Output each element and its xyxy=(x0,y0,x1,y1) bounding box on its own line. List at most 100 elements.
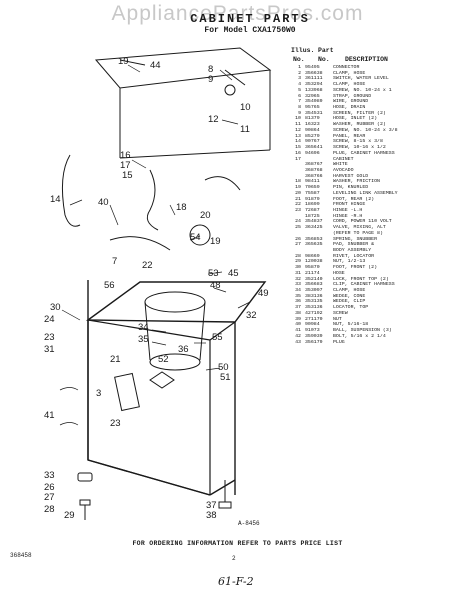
part-number: 91879 xyxy=(305,196,320,202)
part-illus-number: 35 xyxy=(295,293,301,299)
part-illus-number: 25 xyxy=(295,225,301,231)
header-part: Part xyxy=(318,47,334,54)
part-description: SCREW, NO. 10-24 x 1 xyxy=(333,87,392,93)
part-description: HOSE xyxy=(333,270,345,276)
callout-label: 29 xyxy=(64,510,75,521)
part-illus-number: 27 xyxy=(295,242,301,248)
part-number: 98669 xyxy=(305,253,320,259)
parts-row: 15 365641 SCREW, 10-16 x 1/2 xyxy=(289,145,469,151)
handwritten-note: 61-F-2 xyxy=(218,575,254,588)
header-illus: Illus. xyxy=(291,47,315,54)
part-number: 95870 xyxy=(305,265,320,271)
feet-drawing xyxy=(77,472,232,520)
part-number: 365641 xyxy=(305,145,323,151)
callout-label: 21 xyxy=(110,354,121,365)
cabinet-drawing xyxy=(85,280,267,496)
part-illus-number: 5 xyxy=(298,87,301,93)
part-number: 271170 xyxy=(305,316,323,322)
part-illus-number: 7 xyxy=(298,99,301,105)
part-number: 356683 xyxy=(305,282,323,288)
part-illus-number: 33 xyxy=(295,282,301,288)
part-illus-number: 30 xyxy=(295,265,301,271)
callout-label: 19 xyxy=(118,56,129,67)
part-description: CLIP, CABINET HARNESS xyxy=(333,282,395,288)
part-illus-number: 23 xyxy=(295,207,301,213)
part-number: 90767 xyxy=(305,139,320,145)
parts-row: 14 90767 SCREW, 8-15 x 3/8 xyxy=(289,139,469,145)
part-number: 75587 xyxy=(305,190,320,196)
part-description: RIVET, LOCATOR xyxy=(333,253,375,259)
callout-label: 37 xyxy=(206,500,217,511)
part-illus-number: 38 xyxy=(295,310,301,316)
part-number: 91073 xyxy=(305,328,320,334)
part-description: NUT xyxy=(333,316,342,322)
part-number: 363425 xyxy=(305,225,323,231)
part-illus-number: 3 xyxy=(298,76,301,82)
part-number: 95765 xyxy=(305,105,320,111)
callout-label: 40 xyxy=(98,197,109,208)
part-description: PLUG xyxy=(333,339,345,345)
part-number: 16323 xyxy=(305,122,320,128)
part-illus-number: 34 xyxy=(295,288,301,294)
callout-label: 26 xyxy=(44,482,55,493)
part-description: STRAP, GROUND xyxy=(333,93,372,99)
part-description: SCREW, 10-16 x 1/2 xyxy=(333,145,386,151)
part-illus-number: 32 xyxy=(295,276,301,282)
part-description: WIRE, GROUND xyxy=(333,99,369,105)
part-description: SPRING, SNUBBER xyxy=(333,236,378,242)
part-number: 81379 xyxy=(305,116,320,122)
part-description: SCREEN, FILTER (2) xyxy=(333,110,386,116)
callout-label: 7 xyxy=(112,256,117,267)
part-description: FRONT HINGE xyxy=(333,202,366,208)
part-number: 354531 xyxy=(305,110,323,116)
part-description: NUT, 5/16-18 xyxy=(333,322,369,328)
part-number: 356638 xyxy=(305,70,323,76)
callout-label: 45 xyxy=(228,268,239,279)
part-number: 354089 xyxy=(305,99,323,105)
callout-label: 27 xyxy=(44,492,55,503)
part-description: WASHER, RUBBER (2) xyxy=(333,122,386,128)
part-number: 427192 xyxy=(305,310,323,316)
part-number: 365635 xyxy=(305,242,323,248)
part-illus-number: 17 xyxy=(295,156,301,162)
callout-label: 51 xyxy=(220,372,231,383)
part-illus-number: 31 xyxy=(295,270,301,276)
part-number: 90984 xyxy=(305,322,320,328)
part-illus-number: 39 xyxy=(295,316,301,322)
part-illus-number: 15 xyxy=(295,145,301,151)
part-description: FOOT, FRONT (2) xyxy=(333,265,378,271)
part-description: SCREW, 8-15 x 3/8 xyxy=(333,139,383,145)
callout-label: 28 xyxy=(44,504,55,515)
part-number: 368767 xyxy=(305,162,323,168)
callout-label: 9 xyxy=(208,74,213,85)
dimension-marks xyxy=(59,387,79,426)
part-illus-number: 37 xyxy=(295,305,301,311)
part-number: 356853 xyxy=(305,236,323,242)
part-illus-number: 42 xyxy=(295,333,301,339)
callout-label: 12 xyxy=(208,114,219,125)
callout-label: 15 xyxy=(122,170,133,181)
callout-label: 49 xyxy=(258,288,269,299)
part-illus-number: 4 xyxy=(298,82,301,88)
part-number: 368768 xyxy=(305,167,323,173)
part-illus-number: 28 xyxy=(295,253,301,259)
part-description: CLAMP, HOSE xyxy=(333,288,366,294)
part-illus-number: 14 xyxy=(295,139,301,145)
callout-label: 18 xyxy=(176,202,187,213)
part-description: WEDGE, CLIP xyxy=(333,299,366,305)
part-number: 18699 xyxy=(305,202,320,208)
